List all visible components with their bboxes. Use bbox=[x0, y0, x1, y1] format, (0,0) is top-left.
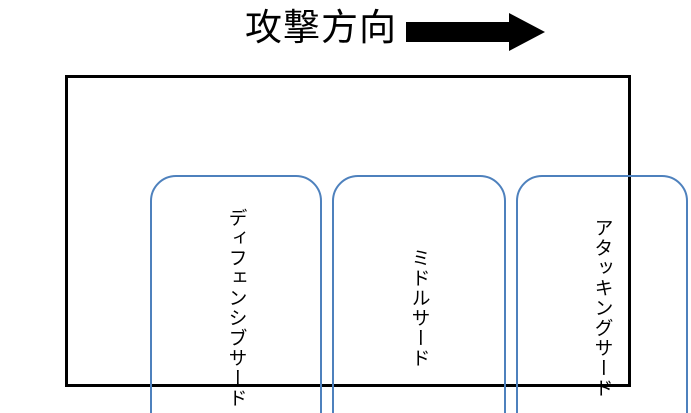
pitch-outline: ディフェンシブサード ミドルサード アタッキングサード bbox=[65, 75, 688, 413]
zone-defensive-third-label: ディフェンシブサード bbox=[225, 208, 247, 408]
zone-attacking-third: アタッキングサード bbox=[516, 175, 688, 413]
page-title: 攻撃方向 bbox=[245, 7, 397, 48]
zone-defensive-third: ディフェンシブサード bbox=[150, 175, 322, 413]
zone-middle-third-label: ミドルサード bbox=[408, 248, 430, 368]
diagram-header: 攻撃方向 bbox=[0, 0, 691, 70]
right-arrow-icon bbox=[406, 13, 545, 51]
zone-attacking-third-label: アタッキングサード bbox=[591, 218, 613, 398]
zone-middle-third: ミドルサード bbox=[332, 175, 506, 413]
